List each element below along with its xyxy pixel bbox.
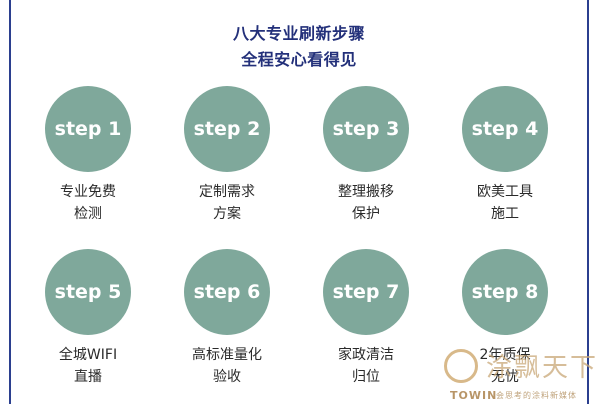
step-badge-8: step 8 <box>462 249 548 335</box>
step-label-line1: 全城WIFI <box>58 347 118 363</box>
step-label-line2: 归位 <box>352 369 380 385</box>
step-badge-3: step 3 <box>323 86 409 172</box>
watermark-logo: 涂飘天下 TOWIN 会思考的涂料新媒体 <box>440 345 598 404</box>
step-label-line1: 欧美工具 <box>477 184 533 200</box>
step-label-line2: 验收 <box>213 369 241 385</box>
step-item-1: step 1 专业免费 检测 <box>18 86 158 225</box>
page-subtitle: 全程安心看得见 <box>241 50 357 69</box>
step-badge-7: step 7 <box>323 249 409 335</box>
step-badge-5: step 5 <box>45 249 131 335</box>
right-border-line <box>587 0 589 404</box>
step-label-line1: 家政清洁 <box>338 347 394 363</box>
step-label-line2: 直播 <box>74 369 102 385</box>
step-badge-2: step 2 <box>184 86 270 172</box>
step-item-6: step 6 高标准量化 验收 <box>157 249 297 388</box>
step-label-line1: 高标准量化 <box>192 347 262 363</box>
step-label-line1: 专业免费 <box>60 184 116 200</box>
step-badge-6: step 6 <box>184 249 270 335</box>
step-item-8: step 8 2年质保 无忧 <box>435 249 575 388</box>
step-label-6: 高标准量化 验收 <box>157 344 297 388</box>
step-label-line1: 定制需求 <box>199 184 255 200</box>
step-label-7: 家政清洁 归位 <box>296 344 436 388</box>
step-label-1: 专业免费 检测 <box>18 181 158 225</box>
step-label-line2: 检测 <box>74 206 102 222</box>
step-label-line2: 无忧 <box>491 369 519 385</box>
step-item-5: step 5 全城WIFI 直播 <box>18 249 158 388</box>
watermark-script-text: 涂飘天下 <box>486 353 598 383</box>
watermark-brand: TOWIN <box>450 389 498 402</box>
watermark-tagline: 会思考的涂料新媒体 <box>496 391 577 400</box>
step-label-4: 欧美工具 施工 <box>435 181 575 225</box>
step-item-7: step 7 家政清洁 归位 <box>296 249 436 388</box>
step-item-4: step 4 欧美工具 施工 <box>435 86 575 225</box>
step-label-line2: 方案 <box>213 206 241 222</box>
step-item-3: step 3 整理搬移 保护 <box>296 86 436 225</box>
step-label-2: 定制需求 方案 <box>157 181 297 225</box>
step-label-5: 全城WIFI 直播 <box>18 344 158 388</box>
step-label-8: 2年质保 无忧 <box>435 344 575 388</box>
page-title: 八大专业刷新步骤 <box>232 24 365 43</box>
step-label-line2: 施工 <box>491 206 519 222</box>
step-label-line1: 2年质保 <box>479 347 531 363</box>
watermark-ring-icon <box>444 349 478 383</box>
left-border-line <box>9 0 11 404</box>
step-badge-4: step 4 <box>462 86 548 172</box>
step-label-line2: 保护 <box>352 206 380 222</box>
step-badge-1: step 1 <box>45 86 131 172</box>
step-item-2: step 2 定制需求 方案 <box>157 86 297 225</box>
step-label-line1: 整理搬移 <box>338 184 394 200</box>
step-label-3: 整理搬移 保护 <box>296 181 436 225</box>
